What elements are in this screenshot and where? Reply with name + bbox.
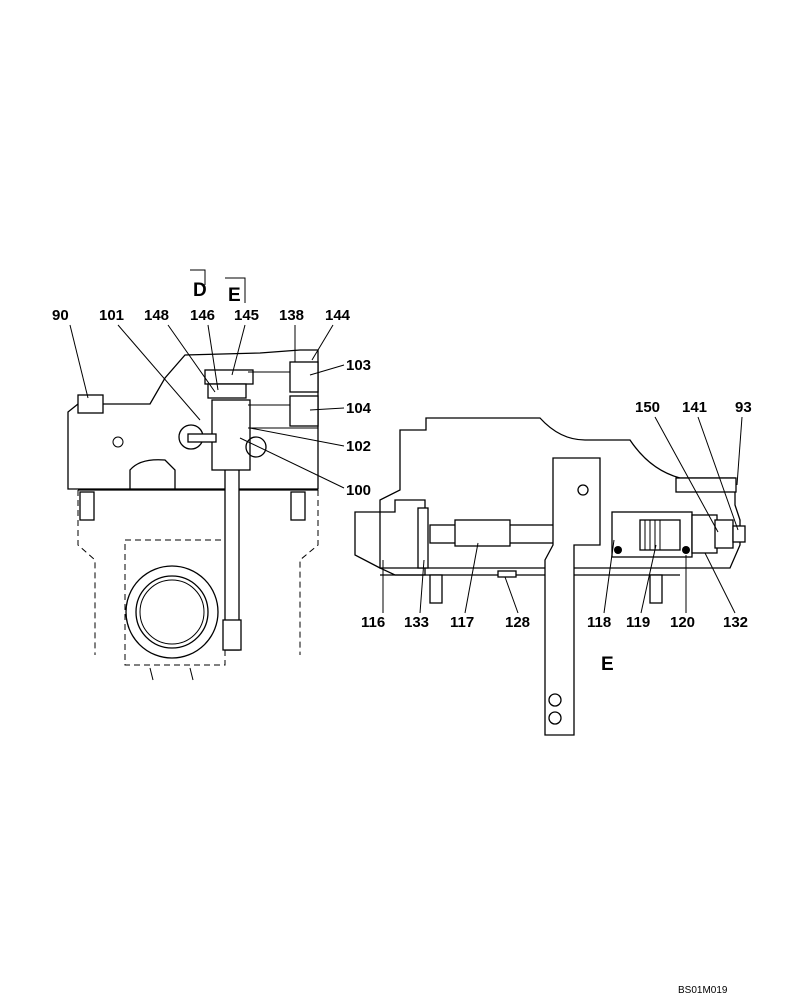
- lever-hole-3: [548, 711, 562, 725]
- bolt-93: [675, 477, 737, 493]
- leader-93: [736, 416, 743, 486]
- piston-ribs: [644, 520, 661, 550]
- stud-right: [290, 491, 306, 521]
- leader-141: [697, 416, 739, 531]
- screw-141: [732, 525, 746, 543]
- callout-103: 103: [346, 357, 371, 374]
- leader-90: [69, 324, 89, 399]
- callout-100: 100: [346, 482, 371, 499]
- leader-128: [504, 576, 519, 614]
- callout-102: 102: [346, 438, 371, 455]
- oring-118: [614, 546, 622, 554]
- stud-left: [79, 491, 95, 521]
- bore-mid: [135, 575, 209, 649]
- leader-103: [309, 364, 345, 376]
- rod-end: [222, 619, 242, 651]
- tie-lines: [149, 667, 194, 681]
- left-callouts: 90 101 148 146 145 138 144 103 104 102 1…: [52, 307, 372, 499]
- leader-101: [117, 324, 201, 421]
- callout-132: 132: [723, 614, 748, 631]
- lower-bore-dashed: [124, 539, 226, 666]
- leader-133: [419, 559, 425, 614]
- section-marks: D E: [190, 269, 246, 306]
- leader-118: [603, 539, 615, 614]
- bore-outer: [125, 565, 219, 659]
- leader-119: [640, 544, 657, 614]
- callout-104: 104: [346, 400, 372, 417]
- lower-block-dashed: [77, 490, 319, 655]
- leader-117: [464, 542, 479, 614]
- view-label-e: E: [601, 654, 614, 675]
- lever-hole-1: [577, 484, 589, 496]
- leader-146: [207, 324, 219, 391]
- lever-arm: [544, 457, 601, 736]
- bolt-hole-left: [112, 436, 124, 448]
- spool-sleeve: [454, 519, 511, 547]
- small-pin: [187, 433, 217, 443]
- leader-150: [654, 416, 719, 533]
- callout-133: 133: [404, 614, 429, 631]
- seal-133: [417, 507, 429, 569]
- right-housing-view: [354, 417, 746, 736]
- leader-132: [704, 552, 736, 614]
- bore-inner: [139, 579, 205, 645]
- section-d-arrow: [190, 269, 206, 285]
- section-mark-d: D: [193, 280, 207, 301]
- callout-118: 118: [587, 614, 611, 631]
- left-housing-view: [67, 349, 319, 681]
- leader-100: [239, 437, 345, 489]
- callout-144: 144: [325, 307, 351, 324]
- callout-120: 120: [670, 614, 695, 631]
- callout-119: 119: [626, 614, 650, 631]
- eccentric-102: [245, 436, 267, 458]
- spring-104: [289, 395, 319, 427]
- callout-90: 90: [52, 307, 69, 324]
- callout-141: 141: [682, 399, 707, 416]
- callout-116: 116: [361, 614, 385, 631]
- callout-128: 128: [505, 614, 530, 631]
- section-mark-e: E: [228, 285, 241, 306]
- lever-hole-2: [548, 693, 562, 707]
- spring-103: [289, 361, 319, 393]
- leader-144: [311, 324, 334, 361]
- callout-101: 101: [99, 307, 124, 324]
- callout-146: 146: [190, 307, 215, 324]
- callout-117: 117: [450, 614, 474, 631]
- leader-102: [249, 427, 345, 447]
- left-housing-outline: [67, 349, 319, 490]
- boss-90: [77, 394, 104, 414]
- lever-block: [211, 399, 251, 471]
- rod-100: [224, 439, 240, 651]
- drawing-code: BS01M019: [678, 985, 728, 996]
- leader-148: [167, 324, 216, 393]
- foot-left: [429, 574, 443, 604]
- oring-120: [682, 546, 690, 554]
- callout-150: 150: [635, 399, 660, 416]
- plug-132: [691, 514, 718, 554]
- foot-right: [649, 574, 663, 604]
- section-e-arrow: [225, 277, 246, 303]
- callout-148: 148: [144, 307, 169, 324]
- cover-116: [354, 499, 426, 576]
- pin-145: [204, 369, 254, 385]
- nut-150: [714, 519, 734, 549]
- callout-138: 138: [279, 307, 304, 324]
- pin-128: [497, 570, 517, 578]
- leader-104: [309, 407, 345, 411]
- leader-145: [231, 324, 246, 376]
- callout-145: 145: [234, 307, 259, 324]
- right-callouts: 150 141 93 116 133 117 128 118 119 120 1…: [361, 399, 752, 675]
- callout-93: 93: [735, 399, 752, 416]
- inner-recess: [129, 459, 176, 489]
